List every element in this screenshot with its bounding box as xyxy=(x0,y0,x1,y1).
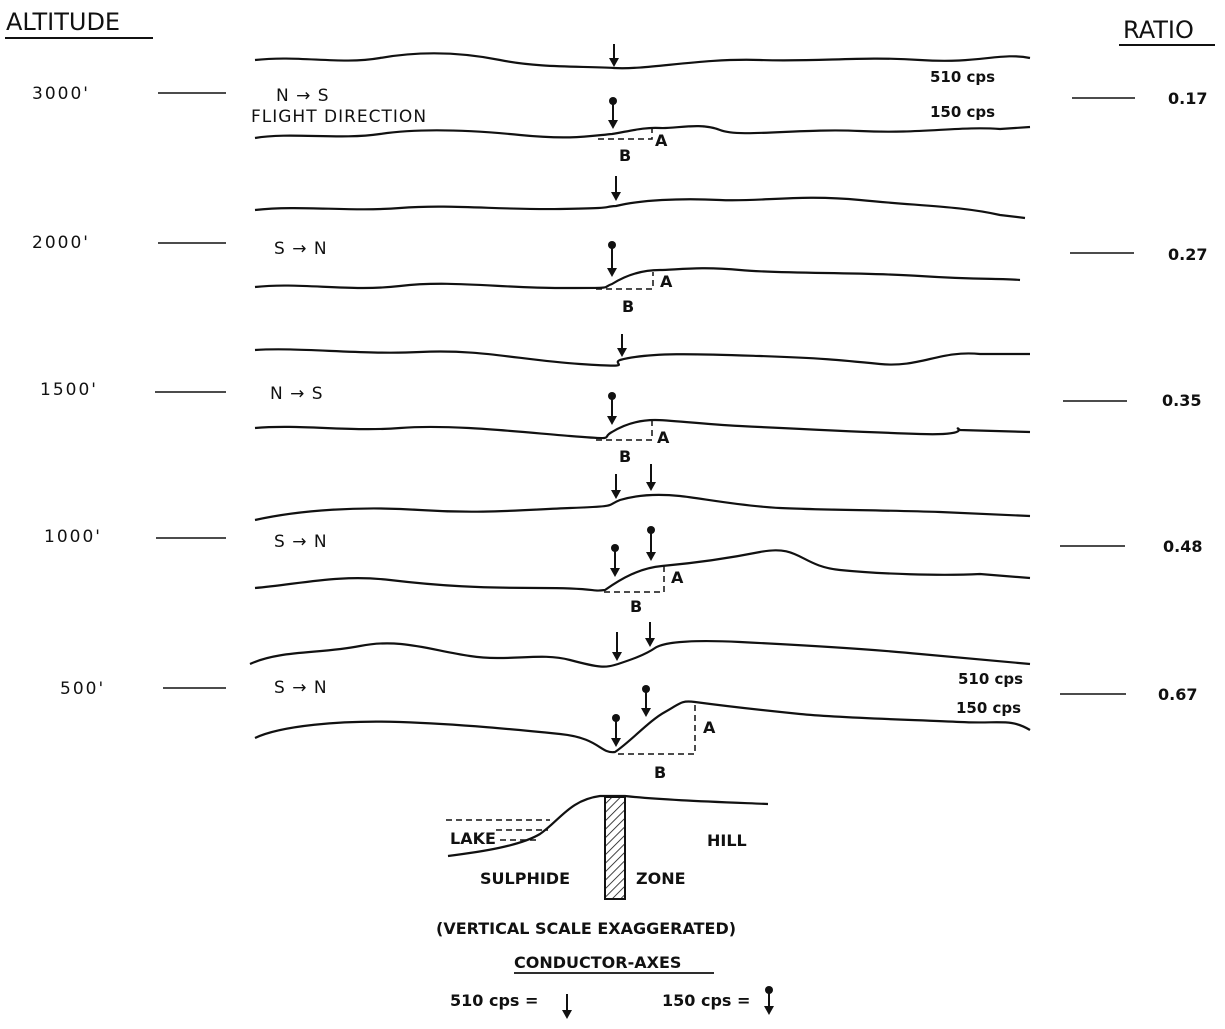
scale-note: (VERTICAL SCALE EXAGGERATED) xyxy=(436,919,736,938)
trace-500-150 xyxy=(254,700,1031,754)
ratio-value-1: 0.17 xyxy=(1168,89,1207,108)
lake-surface xyxy=(446,819,550,841)
freq-510-label-top: 510 cps xyxy=(930,68,995,86)
flight-direction-label: FLIGHT DIRECTION xyxy=(251,107,427,127)
arrow-510-icon xyxy=(612,632,622,661)
marker-b-2000: B xyxy=(622,297,634,316)
direction-label-4: S → N xyxy=(274,532,328,552)
anomaly-box-1500 xyxy=(596,421,653,441)
altitude-header: ALTITUDE xyxy=(6,8,120,36)
freq-150-label-bottom: 150 cps xyxy=(956,699,1021,717)
marker-a-1500: A xyxy=(657,428,670,447)
sulphide-zone-bar xyxy=(604,796,626,900)
marker-a-3000: A xyxy=(655,131,668,150)
arrow-510-icon xyxy=(611,474,621,499)
trace-3000-510 xyxy=(254,52,1031,70)
zone-label: ZONE xyxy=(636,869,686,888)
terrain-profile xyxy=(447,794,769,858)
conductor-axes-title: CONDUCTOR-AXES xyxy=(514,953,681,972)
legend-150-label: 150 cps = xyxy=(662,991,750,1010)
marker-a-2000: A xyxy=(660,272,673,291)
direction-label-1: N → S xyxy=(276,86,330,106)
arrow-150-icon xyxy=(608,97,618,129)
trace-1500-510 xyxy=(254,348,1030,367)
trace-1000-150 xyxy=(254,549,1031,592)
trace-1000-510 xyxy=(254,493,1031,522)
marker-b-1000: B xyxy=(630,597,642,616)
ratio-value-2: 0.27 xyxy=(1168,245,1207,264)
anomaly-box-1000 xyxy=(604,566,665,593)
arrow-150-icon xyxy=(607,241,617,277)
trace-2000-150 xyxy=(254,267,1021,290)
arrow-510-icon xyxy=(645,622,655,647)
altitude-label-3000: 3000' xyxy=(32,84,90,104)
altitude-label-1500: 1500' xyxy=(40,380,98,400)
arrow-510-icon xyxy=(611,176,621,201)
arrow-150-icon xyxy=(610,544,620,577)
altitude-label-500: 500' xyxy=(60,679,105,699)
legend-510-label: 510 cps = xyxy=(450,991,538,1010)
arrow-150-icon xyxy=(646,526,656,561)
ratio-value-5: 0.67 xyxy=(1158,685,1197,704)
legend-arrow-510-icon xyxy=(562,994,572,1019)
freq-150-label-top: 150 cps xyxy=(930,103,995,121)
arrow-150-icon xyxy=(611,714,621,747)
marker-b-1500: B xyxy=(619,447,631,466)
marker-b-3000: B xyxy=(619,146,631,165)
trace-3000-150 xyxy=(254,125,1031,140)
anomaly-box-500 xyxy=(618,703,696,755)
arrow-150-icon xyxy=(641,685,651,717)
cross-section: LAKE HILL SULPHIDE ZONE xyxy=(446,794,769,900)
marker-a-500: A xyxy=(703,718,716,737)
hill-label: HILL xyxy=(707,831,747,850)
marker-a-1000: A xyxy=(671,568,684,587)
direction-label-2: S → N xyxy=(274,239,328,259)
lake-label: LAKE xyxy=(450,829,496,848)
trace-2000-510 xyxy=(254,196,1026,220)
freq-510-label-bottom: 510 cps xyxy=(958,670,1023,688)
altitude-label-1000: 1000' xyxy=(44,527,102,547)
trace-500-510 xyxy=(249,639,1031,668)
arrow-150-icon xyxy=(607,392,617,425)
ratio-value-4: 0.48 xyxy=(1163,537,1202,556)
legend-arrow-150-icon xyxy=(764,986,774,1015)
marker-b-500: B xyxy=(654,763,666,782)
altitude-label-2000: 2000' xyxy=(32,233,90,253)
arrow-510-icon xyxy=(617,334,627,357)
direction-label-5: S → N xyxy=(274,678,328,698)
ratio-header: RATIO xyxy=(1123,16,1194,44)
trace-1500-150 xyxy=(254,418,1031,440)
direction-label-3: N → S xyxy=(270,384,324,404)
sulphide-label: SULPHIDE xyxy=(480,869,570,888)
anomaly-box-3000 xyxy=(598,129,653,140)
ratio-value-3: 0.35 xyxy=(1162,391,1201,410)
arrow-510-icon xyxy=(646,464,656,491)
arrow-510-icon xyxy=(609,44,619,67)
